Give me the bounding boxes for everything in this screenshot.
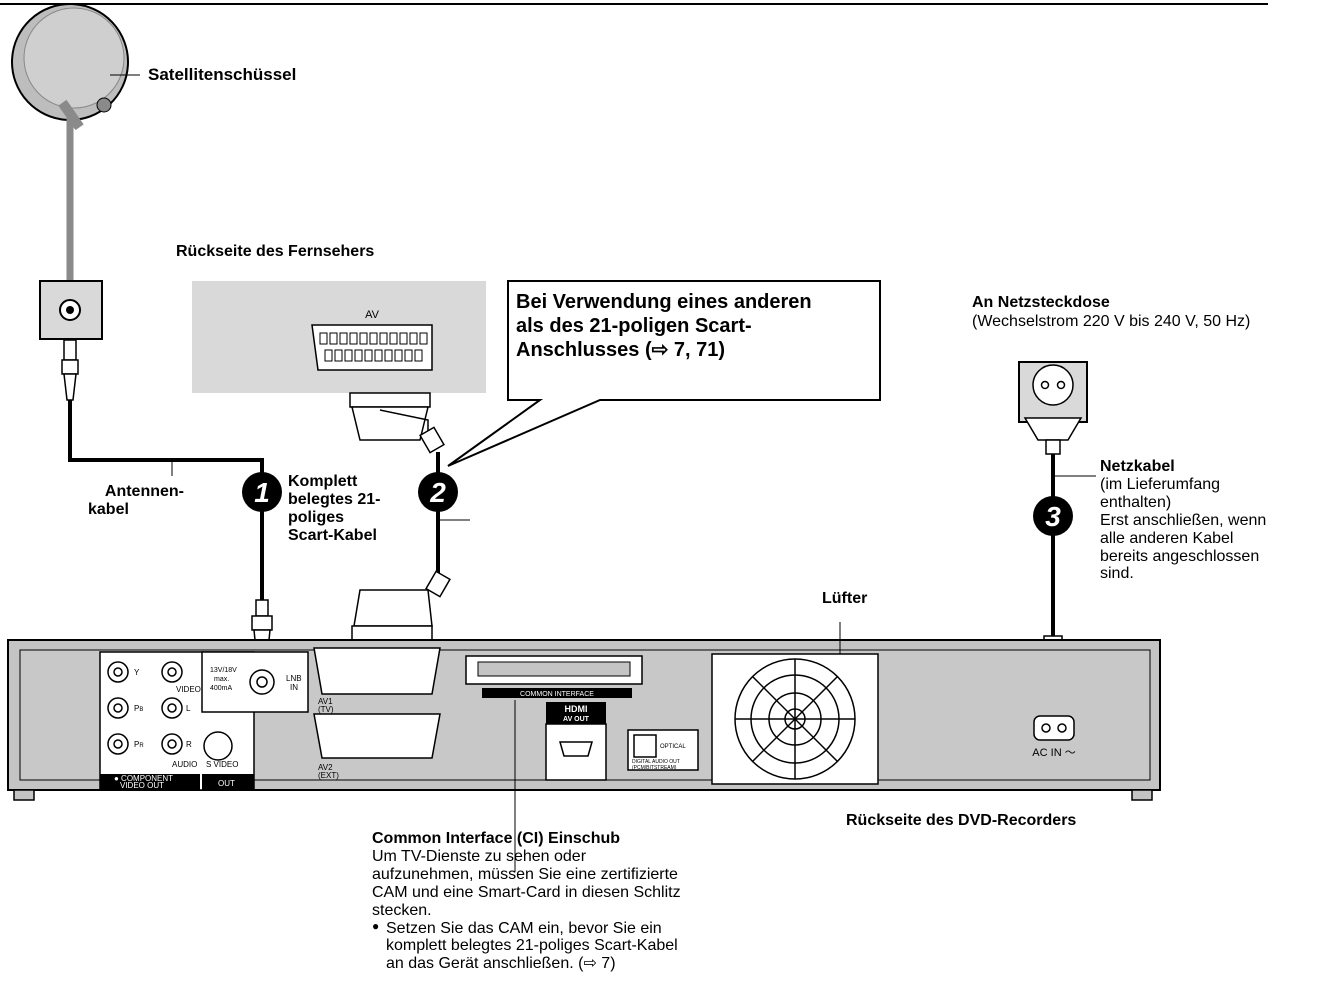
tv-back-panel (192, 281, 486, 393)
satellite-dish-label: Satellitenschüssel (148, 65, 297, 84)
step-3-label: 3 (1045, 501, 1061, 532)
mains-socket (1018, 361, 1088, 455)
scart-cable-line-4: Scart-Kabel (288, 526, 377, 544)
label-ac-in: AC IN ～ (1032, 747, 1075, 759)
label-av-out: AV OUT (563, 716, 590, 723)
label-l: L (186, 704, 191, 713)
label-component-2: VIDEO OUT (120, 781, 164, 790)
ci-bullet-line-3: an das Gerät anschließen. (⇨ 7) (386, 955, 616, 973)
step-badge-3 (1033, 496, 1073, 536)
label-audio: AUDIO (172, 760, 197, 769)
satellite-dish (11, 3, 140, 280)
label-lnb-in-1: LNB (286, 674, 302, 683)
dvd-recorder-body (7, 622, 1161, 872)
label-video: VIDEO (176, 685, 201, 694)
scart-plug-top (349, 392, 445, 454)
label-y: Y (134, 668, 140, 677)
power-cable-note-5: bereits angeschlossen (1100, 547, 1260, 565)
callout-line-1: Bei Verwendung eines anderen (516, 291, 812, 313)
power-cable-label: Netzkabel (im Lieferumfang enthalten) Er… (1100, 458, 1266, 583)
scart-cable-line-1: Komplett (288, 473, 358, 490)
callout-line-2: als des 21-poligen Scart- (516, 315, 752, 337)
av1-scart-socket (313, 647, 441, 695)
step-1-label: 1 (254, 477, 270, 508)
step-badge-2 (418, 472, 458, 512)
antenna-wall-socket (39, 280, 103, 401)
label-av2-1: AV2 (318, 763, 333, 772)
label-optical: OPTICAL (660, 744, 686, 750)
ci-bullet-mark: ● (372, 918, 380, 933)
scart-cable-line-2: belegtes 21- (288, 490, 381, 508)
callout-line-3: Anschlusses (⇨ 7, 71) (516, 339, 726, 361)
scart-cable-label: Komplett belegtes 21- poliges Scart-Kabe… (288, 473, 380, 545)
av2-scart-socket (313, 713, 441, 759)
ci-text-1: Um TV-Dienste zu sehen oder (372, 847, 587, 865)
recorder-back-label: Rückseite des DVD-Recorders (846, 812, 1077, 829)
label-common-interface: COMMON INTERFACE (520, 691, 594, 698)
antenna-cable (68, 400, 264, 600)
power-cable-note-1: (im Lieferumfang (1100, 475, 1221, 493)
label-av2-2: (EXT) (318, 771, 339, 780)
ci-title: Common Interface (CI) Einschub (372, 830, 621, 847)
power-cable-note-6: sind. (1100, 565, 1134, 583)
label-av1-1: AV1 (318, 697, 333, 706)
step-2-label: 2 (429, 477, 446, 508)
label-lnb-spec-3: 400mA (210, 685, 233, 692)
callout-box (447, 280, 881, 467)
mains-socket-note: (Wechselstrom 220 V bis 240 V, 50 Hz) (972, 313, 1251, 330)
label-component-1: ● COMPONENT (114, 774, 173, 783)
label-pb: PB (134, 704, 143, 713)
antenna-cable-line-1: Antennen- (104, 483, 184, 500)
power-cable-note-3: Erst anschließen, wenn (1100, 511, 1267, 529)
ci-description: Common Interface (CI) Einschub Um TV-Die… (372, 830, 681, 973)
callout-text: Bei Verwendung eines anderen als des 21-… (516, 290, 812, 362)
label-svideo: S VIDEO (206, 760, 238, 769)
ci-text-2: aufzunehmen, müssen Sie eine zertifizier… (372, 865, 678, 883)
mains-socket-title: An Netzsteckdose (972, 294, 1110, 311)
ci-text-4: stecken. (372, 901, 432, 919)
label-digital-audio-1: DIGITAL AUDIO OUT (632, 759, 680, 765)
power-cable-note-4: alle anderen Kabel (1100, 529, 1234, 547)
step-badge-1 (242, 472, 282, 512)
step-badges: 1 2 3 (242, 472, 1073, 536)
label-lnb-spec-1: 13V/18V (210, 667, 237, 674)
label-digital-audio-2: (PCM/BITSTREAM) (632, 765, 677, 771)
label-hdmi: HDMI (565, 704, 588, 714)
label-av1-2: (TV) (318, 705, 334, 714)
tv-av-label: AV (365, 309, 380, 321)
power-cable-note-2: enthalten) (1100, 493, 1172, 511)
ci-bullet-line-2: komplett belegtes 21-poliges Scart-Kabel (386, 937, 678, 955)
ci-bullet: ● Setzen Sie das CAM ein, bevor Sie ein … (372, 918, 681, 974)
antenna-cable-line-2: kabel (88, 501, 129, 519)
antenna-cable-label: Antennen- kabel (88, 483, 184, 520)
power-cable-title: Netzkabel (1100, 458, 1175, 475)
label-out: OUT (218, 779, 235, 788)
tv-back-label: Rückseite des Fernsehers (176, 243, 375, 260)
label-pr: PR (134, 740, 144, 749)
label-r: R (186, 740, 192, 749)
fan-label: Lüfter (822, 590, 868, 607)
ci-bullet-line-1: Setzen Sie das CAM ein, bevor Sie ein (386, 919, 662, 937)
panel-labels: Y PB PR VIDEO L R AUDIO S VIDEO ● COMPON… (114, 667, 1076, 790)
ci-text-3: CAM und eine Smart-Card in diesen Schlit… (372, 883, 681, 901)
label-lnb-in-2: IN (290, 683, 298, 692)
scart-cable-line-3: poliges (288, 508, 345, 526)
label-lnb-spec-2: max. (214, 676, 229, 683)
scart-plug-bottom (351, 570, 451, 641)
